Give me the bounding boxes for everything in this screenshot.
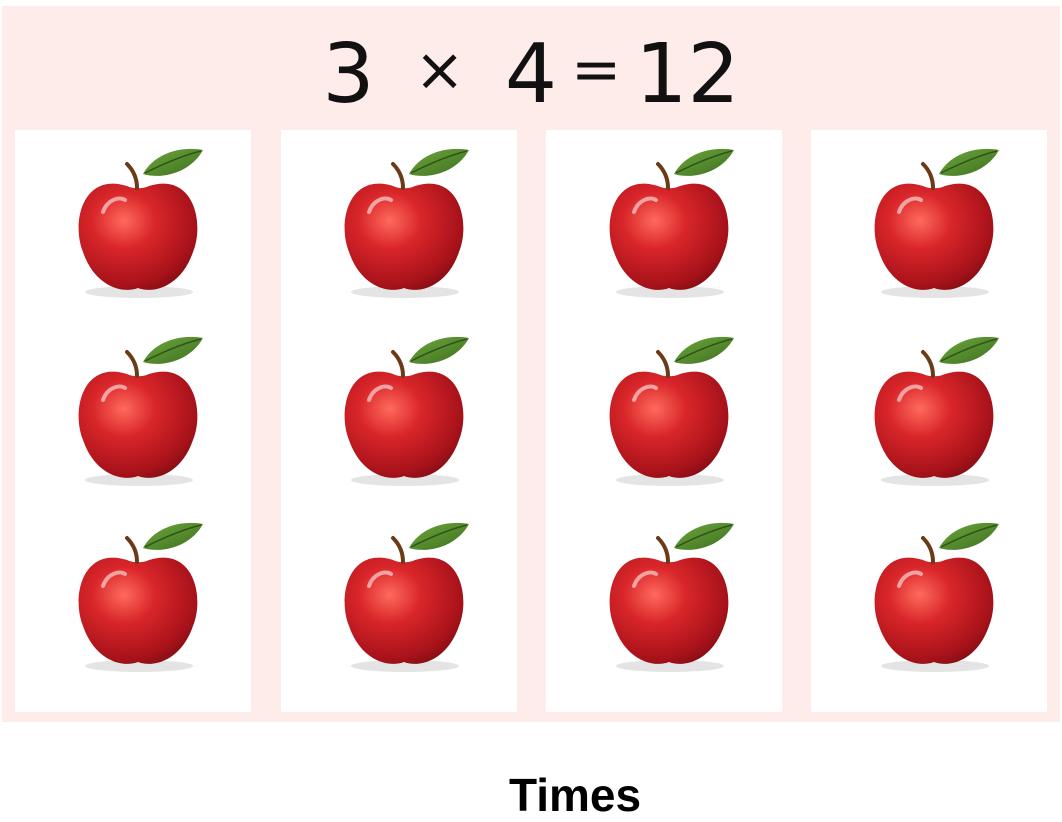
apple-group (15, 130, 251, 712)
caption: Times (508, 769, 642, 821)
equation-panel: 3 × 4 = 12 (2, 6, 1060, 722)
red-apple-icon (63, 516, 213, 676)
red-apple-icon (594, 330, 744, 490)
red-apple-icon (859, 516, 1009, 676)
red-apple-icon (329, 330, 479, 490)
red-apple-icon (63, 330, 213, 490)
product: 12 (635, 26, 740, 122)
apple-group (811, 130, 1047, 712)
times-sign: × (414, 35, 465, 105)
red-apple-icon (594, 142, 744, 302)
red-apple-icon (859, 142, 1009, 302)
apple-group (546, 130, 782, 712)
red-apple-icon (63, 142, 213, 302)
multiplication-equation: 3 × 4 = 12 (2, 24, 1060, 124)
apple-groups (15, 130, 1055, 712)
factor-b: 4 (504, 26, 557, 122)
factor-a: 3 (322, 26, 375, 122)
red-apple-icon (329, 516, 479, 676)
red-apple-icon (329, 142, 479, 302)
equals-sign: = (571, 35, 622, 105)
red-apple-icon (859, 330, 1009, 490)
apple-group (281, 130, 517, 712)
red-apple-icon (594, 516, 744, 676)
